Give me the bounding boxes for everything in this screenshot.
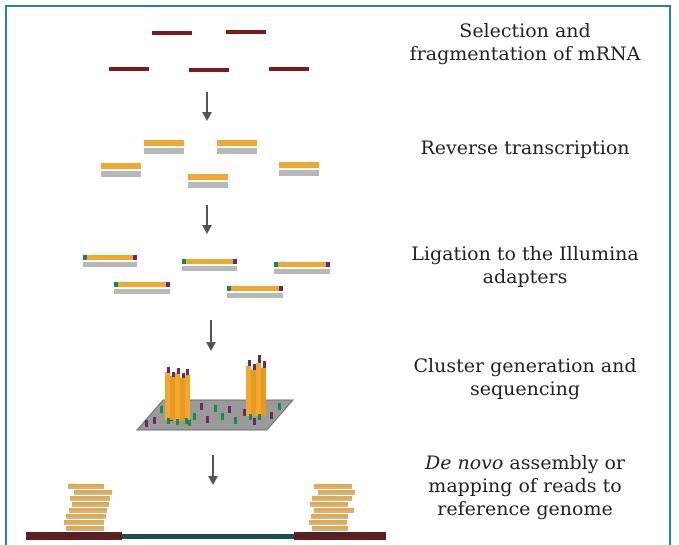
step-label-line: Reverse transcription [420, 137, 630, 159]
cdna-fragment [144, 140, 184, 154]
down-arrow-icon [208, 455, 218, 485]
diagram-frame [5, 5, 671, 545]
reference-genome [26, 532, 386, 540]
step-label-line: Cluster generation and [413, 355, 637, 377]
flow-cell [135, 355, 295, 431]
adapter-ligated-fragments [83, 255, 330, 298]
down-arrow-icon [202, 92, 212, 121]
step-label-rest: assembly or [503, 452, 626, 474]
step-label-line: Selection and [459, 20, 591, 42]
step-label-assembly: De novo assembly or mapping of reads to … [390, 452, 660, 521]
ligated-fragment [274, 262, 330, 274]
step-label-selection: Selection and fragmentation of mRNA [390, 20, 660, 66]
ligated-fragment [114, 282, 170, 294]
step-label-reverse-transcription: Reverse transcription [390, 137, 660, 160]
arrows [202, 92, 218, 485]
ligated-fragment [227, 286, 283, 298]
step-label-italic: De novo [424, 452, 504, 474]
step-label-line: reference genome [437, 498, 613, 520]
read-stacks [64, 484, 355, 531]
mrna-fragment [189, 68, 229, 72]
mrna-fragment [226, 30, 266, 34]
step-label-line: De novo assembly or [390, 452, 660, 475]
sequencing-cluster [246, 355, 266, 420]
mrna-fragments [109, 30, 309, 72]
step-label-ligation: Ligation to the Illumina adapters [390, 243, 660, 289]
mrna-fragment [109, 67, 149, 71]
cdna-fragments [101, 140, 319, 188]
read-stack-right [309, 484, 355, 531]
step-label-line: fragmentation of mRNA [409, 43, 641, 65]
cdna-fragment [188, 174, 228, 188]
read-stack-left [64, 484, 112, 531]
ligated-fragment [182, 259, 237, 271]
step-label-line: Ligation to the Illumina [411, 243, 639, 265]
sequencing-cluster [165, 367, 190, 425]
down-arrow-icon [202, 205, 212, 234]
ligated-fragment [83, 255, 137, 267]
cdna-fragment [101, 163, 141, 177]
cdna-fragment [279, 162, 319, 176]
cdna-fragment [217, 140, 257, 154]
mrna-fragment [152, 31, 192, 35]
step-label-line: mapping of reads to [428, 475, 622, 497]
step-label-cluster-generation: Cluster generation and sequencing [390, 355, 660, 401]
mrna-fragment [269, 67, 309, 71]
step-label-line: adapters [482, 266, 568, 288]
step-label-line: sequencing [470, 378, 580, 400]
down-arrow-icon [206, 320, 216, 351]
